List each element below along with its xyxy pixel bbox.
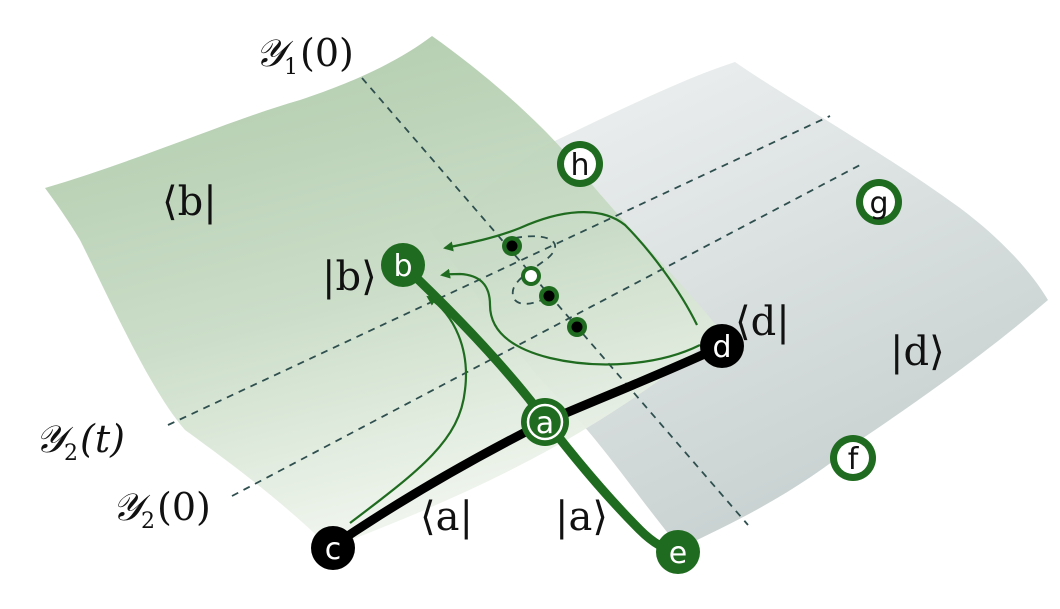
svg-text:f: f — [848, 442, 860, 477]
svg-text:h: h — [570, 148, 589, 183]
node-h: h — [557, 141, 603, 187]
flow-arrow-d-loop-lower — [440, 268, 701, 366]
svg-text:d: d — [712, 330, 731, 365]
svg-text:g: g — [869, 186, 888, 221]
dot-1-core — [506, 240, 518, 252]
label-ket-d: |d⟩ — [890, 329, 945, 375]
node-d: d — [700, 324, 744, 368]
flow-arrow-c-to-b — [349, 295, 467, 524]
node-c: c — [311, 526, 355, 570]
dot-2-core — [543, 290, 555, 302]
node-e: e — [656, 530, 700, 574]
svg-text:(0): (0) — [157, 485, 211, 529]
node-b: b — [381, 243, 425, 287]
label-gamma2-0: 𝒴 2 (0) — [112, 485, 211, 534]
label-gamma1-0: 𝒴 1 (0) — [255, 31, 354, 80]
label-ket-b: |b⟩ — [322, 254, 377, 300]
svg-text:(0): (0) — [300, 31, 354, 75]
label-bra-d: ⟨d| — [735, 299, 790, 345]
svg-text:b: b — [393, 249, 412, 284]
node-f: f — [830, 435, 876, 481]
flow-arrow-d-loop-upper — [443, 210, 698, 326]
dot-3-core — [571, 321, 583, 333]
svg-text:2: 2 — [64, 441, 78, 466]
svg-text:(t): (t) — [80, 417, 125, 461]
dot-open-core — [525, 270, 537, 282]
dashed-loop — [512, 235, 556, 305]
gamma2t-guide-line — [167, 115, 831, 426]
label-ket-a: |a⟩ — [555, 494, 608, 540]
gamma20-guide-line — [231, 164, 861, 497]
svg-text:a: a — [536, 406, 554, 441]
label-gamma2-t: 𝒴 2 (t) — [35, 417, 125, 466]
node-a: a — [521, 398, 569, 446]
svg-text:1: 1 — [284, 55, 298, 80]
label-bra-b: ⟨b| — [162, 179, 217, 225]
svg-text:2: 2 — [141, 509, 155, 534]
svg-text:c: c — [325, 532, 342, 567]
node-g: g — [856, 179, 902, 225]
svg-text:e: e — [669, 536, 687, 571]
label-bra-a: ⟨a| — [420, 494, 473, 540]
